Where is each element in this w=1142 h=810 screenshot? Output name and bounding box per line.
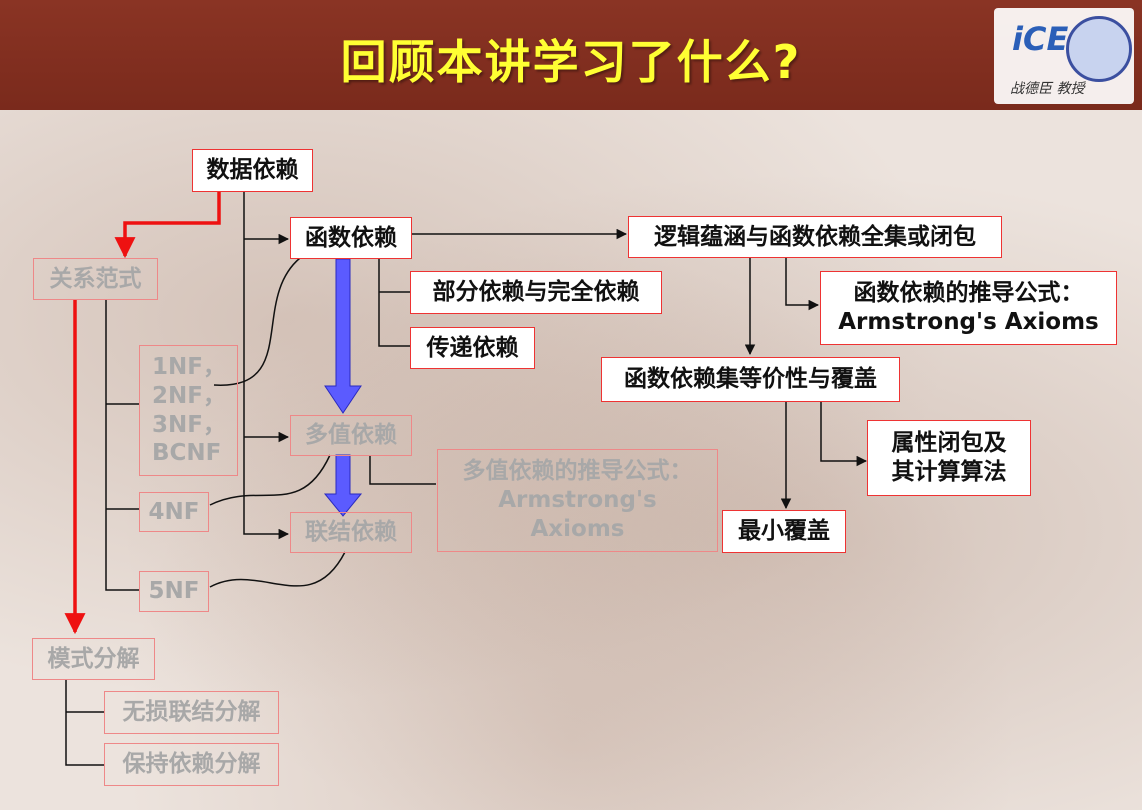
node-relational-normal-forms: 关系范式 bbox=[33, 258, 158, 300]
node-data-dependency: 数据依赖 bbox=[192, 149, 313, 192]
nf-3nf: 3NF， bbox=[152, 411, 226, 438]
node-partial-full-dependency: 部分依赖与完全依赖 bbox=[410, 271, 662, 314]
node-functional-dependency: 函数依赖 bbox=[290, 217, 412, 259]
node-attribute-closure: 属性闭包及 其计算算法 bbox=[867, 420, 1031, 496]
node-fd-equivalence-cover: 函数依赖集等价性与覆盖 bbox=[601, 357, 900, 402]
page-title: 回顾本讲学习了什么? bbox=[340, 35, 802, 89]
node-minimal-cover: 最小覆盖 bbox=[722, 510, 846, 553]
logo-subtitle: 战德臣 教授 bbox=[1010, 81, 1085, 97]
node-nf-list: 1NF， 2NF， 3NF， BCNF bbox=[139, 345, 238, 476]
node-fd-inference-rules: 函数依赖的推导公式： Armstrong's Axioms bbox=[820, 271, 1117, 345]
nf-bcnf: BCNF bbox=[152, 440, 222, 467]
node-join-dependency: 联结依赖 bbox=[290, 512, 412, 553]
header-bar bbox=[0, 0, 1142, 110]
node-dependency-preserving-decomposition: 保持依赖分解 bbox=[104, 743, 279, 786]
node-mvd-inference-rules: 多值依赖的推导公式： Armstrong's Axioms bbox=[437, 449, 718, 552]
nf-2nf: 2NF， bbox=[152, 382, 226, 409]
node-lossless-join-decomposition: 无损联结分解 bbox=[104, 691, 279, 734]
node-logical-implication: 逻辑蕴涵与函数依赖全集或闭包 bbox=[628, 216, 1002, 258]
node-transitive-dependency: 传递依赖 bbox=[410, 327, 535, 369]
node-4nf: 4NF bbox=[139, 492, 209, 532]
node-5nf: 5NF bbox=[139, 571, 209, 612]
node-schema-decomposition: 模式分解 bbox=[32, 638, 155, 680]
node-multivalued-dependency: 多值依赖 bbox=[290, 415, 412, 456]
nf-1nf: 1NF， bbox=[152, 354, 226, 380]
seal-icon bbox=[1066, 16, 1132, 82]
